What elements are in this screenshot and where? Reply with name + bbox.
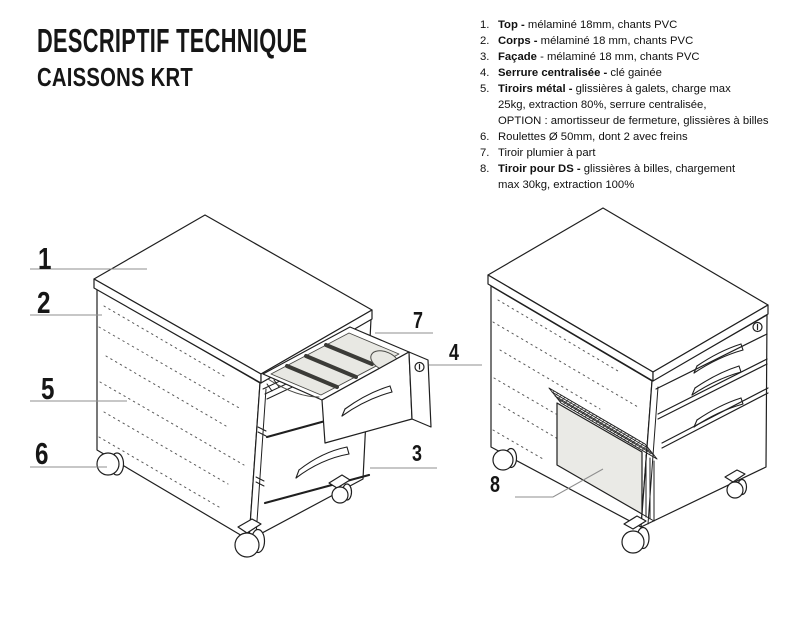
- spec-item-line: Tiroirs métal - glissières à galets, cha…: [498, 83, 731, 95]
- spec-item-line: Corps - mélaminé 18 mm, chants PVC: [498, 35, 694, 47]
- spec-item-number: 8.: [480, 163, 490, 175]
- hanging-files: [548, 387, 658, 522]
- callout-number-5: 5: [41, 371, 55, 406]
- caster-wheel: [96, 452, 125, 476]
- spec-list: 1. Top - mélaminé 18mm, chants PVC 2. Corps…: [480, 17, 769, 193]
- spec-item: 2. Corps - mélaminé 18 mm, chants PVC: [480, 33, 769, 49]
- spec-item-line: Tiroir plumier à part: [498, 147, 596, 159]
- page-subtitle: CAISSONS KRT: [37, 62, 194, 92]
- callout-number-7: 7: [413, 307, 423, 333]
- spec-item: 1. Top - mélaminé 18mm, chants PVC: [480, 17, 769, 33]
- callout-number-3: 3: [412, 440, 422, 466]
- callout-number-2: 2: [37, 285, 51, 320]
- spec-item-number: 7.: [480, 147, 490, 159]
- callout-number-8: 8: [490, 471, 500, 497]
- drawer-handle: [295, 446, 350, 479]
- spec-item-number: 5.: [480, 83, 490, 95]
- spec-item-number: 2.: [480, 35, 490, 47]
- caster-wheel: [621, 515, 650, 554]
- callout-number-1: 1: [38, 241, 52, 276]
- spec-item-line: Roulettes Ø 50mm, dont 2 avec freins: [498, 131, 688, 143]
- right-pedestal-figure: [487, 207, 769, 554]
- spec-item-line: OPTION : amortisseur de fermeture, gliss…: [498, 115, 769, 127]
- spec-item-line: 25kg, extraction 80%, serrure centralisé…: [498, 99, 707, 111]
- spec-item-number: 4.: [480, 67, 490, 79]
- page-title: DESCRIPTIF TECHNIQUE: [37, 22, 308, 59]
- drawer-handle: [693, 397, 744, 428]
- spec-item-line: Façade - mélaminé 18 mm, chants PVC: [498, 51, 700, 63]
- spec-item-number: 3.: [480, 51, 490, 63]
- caster-wheel: [234, 518, 266, 558]
- caster-wheel: [492, 447, 518, 471]
- callout-number-6: 6: [35, 436, 49, 471]
- caster-wheel: [724, 469, 748, 499]
- spec-item: 5. Tiroirs métal - glissières à galets, c…: [480, 81, 769, 129]
- drawer-handle: [691, 365, 742, 396]
- callout-number-4: 4: [449, 339, 459, 365]
- leader-lines: [30, 268, 604, 498]
- spec-item-line: max 30kg, extraction 100%: [498, 179, 635, 191]
- caster-wheel: [328, 474, 353, 504]
- left-pedestal-figure: [93, 214, 432, 558]
- open-plumier-drawer: [262, 326, 432, 444]
- drawer-handle: [341, 385, 393, 417]
- drawer-handle: [693, 343, 744, 374]
- spec-item-line: Serrure centralisée - clé gainée: [498, 67, 662, 79]
- spec-item: 3. Façade - mélaminé 18 mm, chants PVC: [480, 49, 769, 65]
- spec-item-line: Top - mélaminé 18mm, chants PVC: [498, 19, 678, 31]
- spec-item-number: 6.: [480, 131, 490, 143]
- spec-item: 7. Tiroir plumier à part: [480, 145, 769, 161]
- spec-item: 6. Roulettes Ø 50mm, dont 2 avec freins: [480, 129, 769, 145]
- spec-item-number: 1.: [480, 19, 490, 31]
- spec-item: 8. Tiroir pour DS - glissières à billes, …: [480, 161, 769, 193]
- spec-item: 4. Serrure centralisée - clé gainée: [480, 65, 769, 81]
- spec-item-line: Tiroir pour DS - glissières à billes, ch…: [498, 163, 736, 175]
